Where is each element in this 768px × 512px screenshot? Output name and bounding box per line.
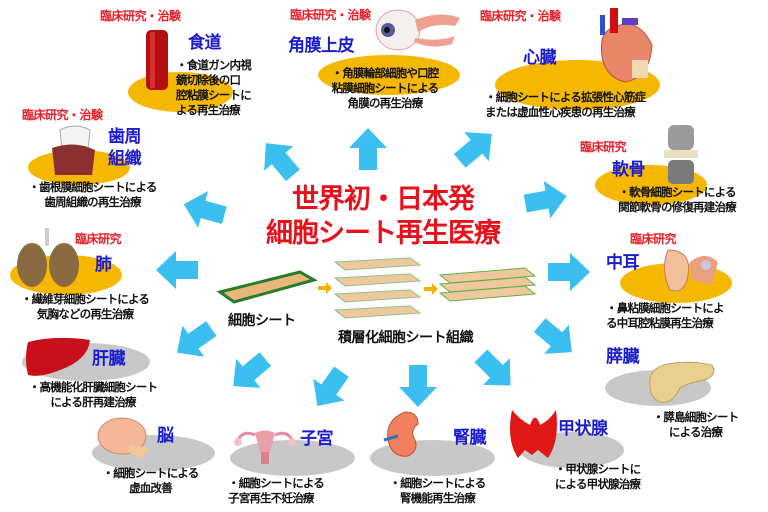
arrow-icon <box>548 253 590 291</box>
lung-tag: 臨床研究 <box>75 232 122 246</box>
arrow-icon <box>399 365 437 407</box>
knee-joint-icon <box>664 125 698 184</box>
middle-ear-desc: ・鼻粘膜細胞シートによ る中耳腔粘膜再生治療 <box>606 301 725 330</box>
middle-ear-title: 中耳 <box>606 253 640 273</box>
brain-desc: ・細胞シートによる 虚血改善 <box>102 466 200 495</box>
arrow-icon <box>183 191 227 228</box>
stacked-tissue-icon <box>438 267 537 302</box>
esophagus-title: 食道 <box>188 33 222 53</box>
arrow-icon <box>176 321 217 357</box>
esophagus-desc: ・食道ガン内視 鏡切除後の口 腔粘膜シートに よる再生治療 <box>176 58 252 117</box>
liver-desc: ・高機能化肝臓細胞シート による肝再建治療 <box>28 380 158 409</box>
cell-sheet-stack-icon <box>333 257 422 319</box>
heart-title: 心臓 <box>523 48 557 68</box>
small-arrow-icon <box>424 283 438 295</box>
cartilage-desc: ・軟骨細胞シートによる 関節軟骨の修復再建治療 <box>618 185 737 214</box>
uterus-highlight <box>230 440 355 476</box>
pancreas-title: 膵臓 <box>606 347 640 367</box>
kidney-title: 腎臓 <box>453 428 487 448</box>
thyroid-icon <box>510 410 557 458</box>
arrow-icon <box>156 251 198 289</box>
brain-icon <box>97 417 150 458</box>
cell-sheet-label: 細胞シート <box>228 313 296 329</box>
periodontal-desc: ・歯根膜細胞シートによる 歯周組織の再生治療 <box>28 180 157 209</box>
heart-icon <box>600 8 653 83</box>
arrow-icon <box>523 180 567 219</box>
periodontal-title: 歯周 組織 <box>108 127 142 169</box>
cornea-title: 角膜上皮 <box>288 36 355 56</box>
esophagus-highlight <box>128 72 233 112</box>
arrow-icon <box>264 143 300 182</box>
stacked-tissue-label: 積層化細胞シート組織 <box>338 330 474 346</box>
kidney-icon <box>383 411 419 457</box>
pancreas-desc: ・膵島細胞シート による治療 <box>652 410 739 439</box>
arrow-icon <box>233 352 272 388</box>
small-arrow-icon <box>318 282 332 294</box>
liver-icon <box>26 337 90 376</box>
uterus-desc: ・細胞シートによる 子宮再生不妊治療 <box>228 476 325 505</box>
uterus-icon <box>234 430 296 464</box>
tooth-icon <box>52 125 95 175</box>
cell-sheet-icon <box>216 270 318 304</box>
heart-tag: 臨床研究・治験 <box>480 9 561 23</box>
cartilage-title: 軟骨 <box>612 160 646 180</box>
kidney-desc: ・細胞シートによる 腎機能再生治療 <box>389 476 487 505</box>
main-title: 世界初・日本発 細胞シート再生医療 <box>266 184 501 249</box>
cornea-highlight <box>318 55 460 95</box>
esophagus-icon <box>146 30 168 90</box>
heart-desc: ・細胞シートによる拡張性心筋症 または虚血性心疾患の再生治療 <box>485 90 646 119</box>
liver-title: 肝臓 <box>92 349 126 369</box>
cartilage-tag: 臨床研究 <box>580 140 627 154</box>
arrow-icon <box>453 132 492 168</box>
lung-desc: ・繊維芽細胞シートによる 気胸などの再生治療 <box>20 292 150 321</box>
arrow-icon <box>313 366 349 407</box>
thyroid-desc: ・甲状腺シートに による甲状腺治療 <box>554 462 641 491</box>
arrow-icon <box>533 318 572 354</box>
ear-icon <box>664 249 718 292</box>
thyroid-title: 甲状腺 <box>558 419 608 439</box>
arrow-icon <box>474 349 511 386</box>
periodontal-tag: 臨床研究・治験 <box>22 108 103 122</box>
uterus-title: 子宮 <box>300 429 334 449</box>
brain-title: 脳 <box>157 426 174 446</box>
pancreas-icon <box>649 361 715 403</box>
lungs-icon <box>17 228 79 287</box>
eye-icon <box>375 9 460 51</box>
esophagus-tag: 臨床研究・治験 <box>100 9 181 23</box>
cornea-desc: ・角膜輪部細胞や口腔 粘膜細胞シートによる 角膜の再生治療 <box>331 66 440 110</box>
middle-ear-tag: 臨床研究 <box>630 232 677 246</box>
lung-title: 肺 <box>95 255 112 275</box>
cornea-tag: 臨床研究・治験 <box>290 8 371 22</box>
arrow-icon <box>349 128 387 170</box>
